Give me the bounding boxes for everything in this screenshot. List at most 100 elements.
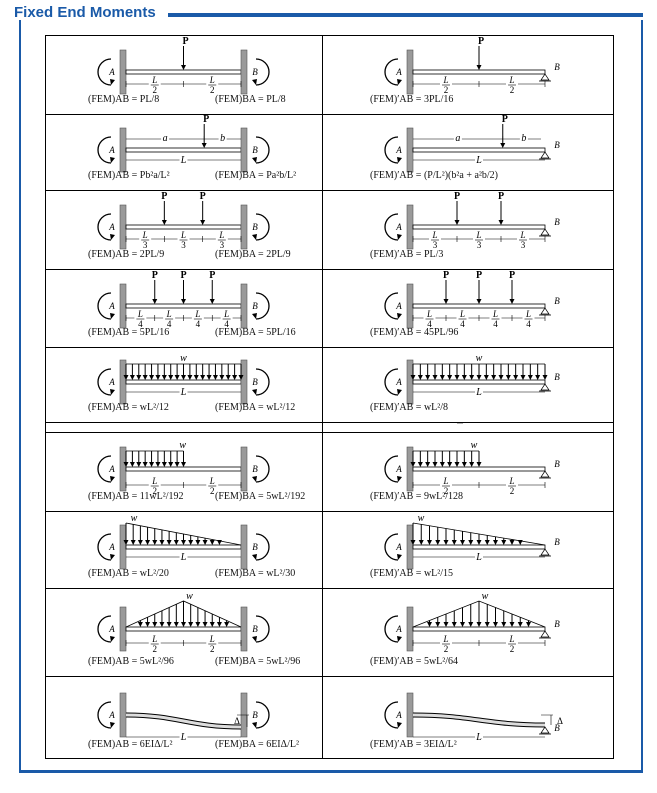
dimension-mask — [475, 386, 483, 396]
load-label: w — [131, 513, 138, 524]
support-label-a: A — [395, 145, 402, 155]
moment-arrow-a — [384, 213, 399, 241]
distributed-load-arrow-head — [166, 622, 172, 627]
dimension-label: 3 — [521, 240, 526, 250]
dimension-label: L — [475, 732, 482, 743]
dimension-label: L — [431, 230, 437, 240]
distributed-load-arrow-head — [193, 375, 199, 380]
dimension-label: L — [180, 552, 187, 563]
dimension-label: 2 — [153, 644, 158, 654]
distributed-load-arrow-head — [447, 375, 453, 380]
distributed-load-arrow-head — [425, 462, 431, 467]
distributed-load-arrow-head — [493, 540, 498, 545]
distributed-load-arrow-head — [432, 375, 438, 380]
support-label-b: B — [252, 624, 258, 634]
load-label: P — [180, 270, 186, 281]
dimension-label: L — [442, 75, 448, 85]
row-divider — [45, 432, 614, 433]
dimension-label: L — [508, 476, 514, 486]
fem-equation: (FEM)BA = wL²/12 — [215, 402, 296, 413]
load-label: P — [161, 191, 167, 202]
moment-arrow-b-head — [252, 157, 257, 163]
roller-support — [540, 151, 550, 159]
support-label-a: A — [395, 67, 402, 77]
dimension-label: L — [475, 552, 482, 563]
dimension-label: 2 — [210, 486, 215, 496]
dimension-label: L — [475, 155, 482, 166]
moment-arrow-a — [97, 533, 112, 561]
load-label: P — [203, 114, 209, 125]
dimension-label: L — [151, 634, 157, 644]
dimension-label: L — [142, 230, 148, 240]
frame-right — [641, 20, 643, 772]
dimension-label: 4 — [224, 319, 229, 329]
load-label: w — [471, 440, 478, 451]
title-rule — [168, 13, 643, 17]
dimension-mask — [522, 310, 535, 326]
moment-arrow-b-head — [252, 476, 257, 482]
distributed-load-arrow-head — [224, 622, 230, 627]
dimension-label: 2 — [210, 85, 215, 95]
dimension-label: L — [180, 387, 187, 398]
load-label: P — [454, 191, 460, 202]
distributed-load-arrow-head — [410, 462, 416, 467]
fixed-support-a — [406, 524, 414, 570]
load-label: w — [179, 440, 186, 451]
moment-arrow-b-head — [252, 554, 257, 560]
distributed-load-arrow-head — [491, 375, 497, 380]
dimension-label: a — [163, 133, 168, 144]
distributed-load-arrow-head — [439, 462, 445, 467]
moment-arrow-b — [255, 533, 270, 561]
moment-arrow-a — [384, 455, 399, 483]
distributed-load-arrow-head — [517, 622, 523, 627]
moment-arrow-a-head — [397, 636, 402, 642]
moment-arrow-a-head — [397, 389, 402, 395]
dimension-label: 2 — [153, 486, 158, 496]
moment-arrow-a — [384, 292, 399, 320]
distributed-load-arrow-head — [123, 462, 129, 467]
row-divider — [45, 269, 614, 270]
fixed-support-a — [119, 446, 127, 492]
beam — [125, 626, 242, 632]
support-label-a: A — [395, 624, 402, 634]
dimension-label: L — [459, 309, 465, 319]
moment-arrow-b — [255, 58, 270, 86]
dimension-label: 2 — [444, 85, 449, 95]
distributed-load-arrow-head — [535, 375, 541, 380]
support-label-a: A — [108, 464, 115, 474]
beam — [412, 466, 546, 472]
moment-arrow-a — [97, 615, 112, 643]
distributed-load-arrow-head — [161, 375, 167, 380]
moment-arrow-a-head — [397, 476, 402, 482]
support-label-a: A — [108, 222, 115, 232]
fem-equation: (FEM)BA = 5wL²/96 — [215, 656, 301, 667]
distributed-load-arrow-head — [451, 622, 457, 627]
distributed-load-arrow-head — [142, 462, 148, 467]
fem-equation: (FEM)′AB = 9wL²/128 — [370, 491, 464, 502]
distributed-load-arrow-head — [173, 540, 179, 545]
support-label-a: A — [395, 464, 402, 474]
beam — [412, 379, 546, 385]
point-load-arrow-head — [209, 299, 215, 304]
dimension-mask — [163, 310, 176, 326]
dimension-mask — [453, 133, 462, 143]
moment-arrow-b — [255, 455, 270, 483]
fixed-support-a — [119, 283, 127, 329]
fem-equation: (FEM)′AB = 5wL²/64 — [370, 656, 459, 667]
distributed-load-arrow-head — [161, 462, 167, 467]
dimension-mask — [148, 635, 161, 651]
support-label-b: B — [554, 62, 560, 72]
fixed-support-a — [406, 204, 414, 250]
support-label-b: B — [252, 222, 258, 232]
support-label-b: B — [554, 140, 560, 150]
distributed-load-arrow-head — [181, 622, 186, 627]
load-label: P — [476, 270, 482, 281]
dimension-mask — [179, 731, 188, 741]
dimension-mask — [161, 133, 170, 143]
load-label: w — [482, 591, 489, 602]
fem-table — [45, 35, 614, 759]
